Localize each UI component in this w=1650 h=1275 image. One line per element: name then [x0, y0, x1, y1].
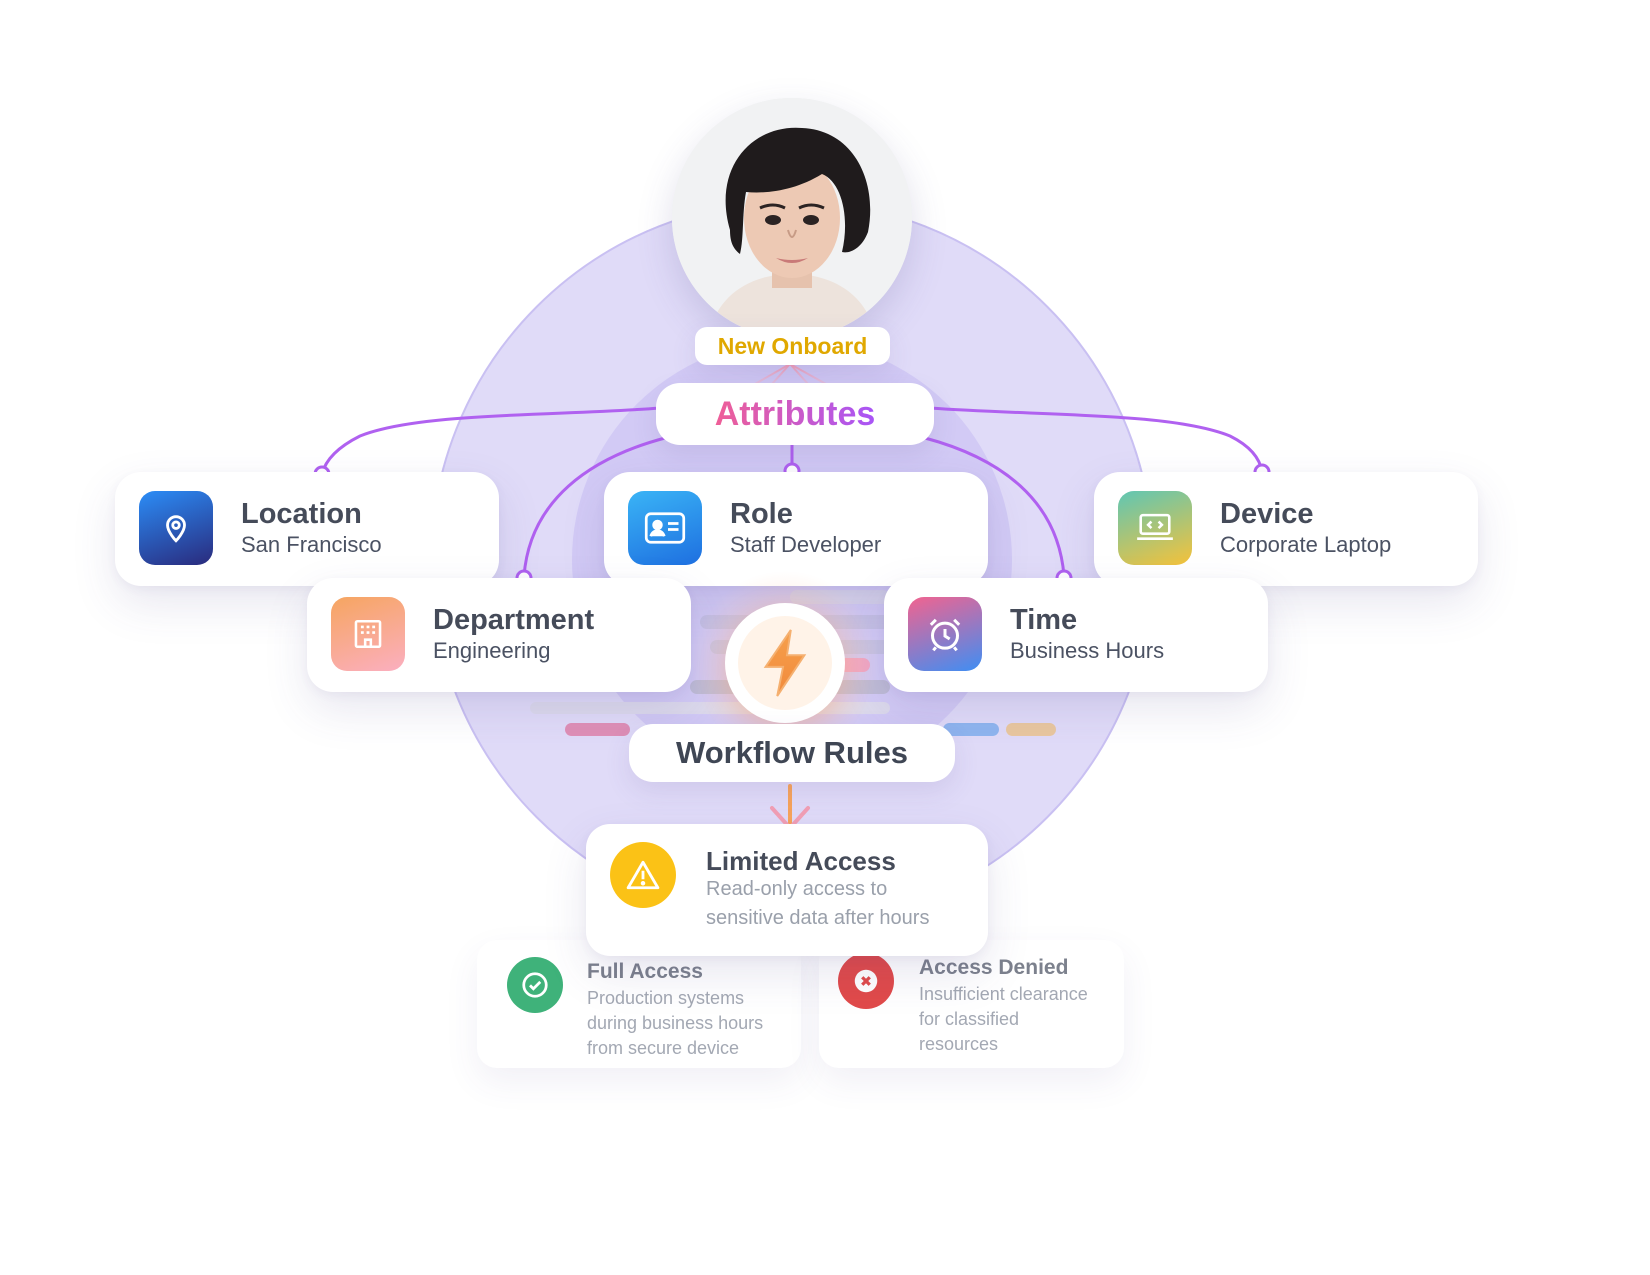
avatar-portrait: [672, 98, 912, 338]
limited-access-title: Limited Access: [706, 846, 896, 876]
workflow-rules-pill: Workflow Rules: [629, 724, 955, 782]
role-value: Staff Developer: [730, 532, 882, 557]
role-title: Role: [730, 498, 793, 530]
connector-location: [320, 406, 661, 475]
access-denied-line1: Insufficient clearance: [919, 984, 1088, 1004]
location-value: San Francisco: [241, 532, 382, 557]
code-line: [1006, 723, 1056, 736]
x-circle-icon: [838, 953, 894, 1009]
access-denied-title: Access Denied: [919, 956, 1069, 979]
workflow-rules-label: Workflow Rules: [676, 735, 908, 770]
id-card-icon: [628, 491, 702, 565]
full-access-line2: during business hours: [587, 1013, 764, 1033]
laptop-code-icon: [1118, 491, 1192, 565]
code-line: [943, 723, 999, 736]
code-line: [565, 723, 630, 736]
time-value: Business Hours: [1010, 638, 1165, 663]
badge-rays: [754, 363, 827, 385]
connector-department: [522, 436, 666, 577]
attributes-label: Attributes: [714, 394, 876, 433]
alarm-clock-icon: [908, 597, 982, 671]
lightning-icon: [763, 629, 807, 697]
building-icon: [331, 597, 405, 671]
device-title: Device: [1220, 498, 1314, 530]
connector-time: [924, 436, 1066, 577]
department-value: Engineering: [433, 638, 551, 663]
limited-access-line1: Read-only access to: [706, 878, 888, 900]
access-denied-card[interactable]: Access Denied Insufficient clearance for…: [819, 940, 1124, 1068]
time-title: Time: [1010, 604, 1078, 636]
department-card[interactable]: Department Engineering: [307, 578, 691, 692]
map-pin-icon: [139, 491, 213, 565]
full-access-title: Full Access: [587, 960, 703, 983]
device-value: Corporate Laptop: [1220, 532, 1392, 557]
location-card[interactable]: Location San Francisco: [115, 472, 499, 586]
role-card[interactable]: Role Staff Developer: [604, 472, 988, 586]
access-denied-line3: resources: [919, 1034, 999, 1054]
time-card[interactable]: Time Business Hours: [884, 578, 1268, 692]
full-access-line1: Production systems: [587, 988, 745, 1008]
onboard-badge: New Onboard: [695, 327, 890, 365]
lightning-inner: [738, 616, 832, 710]
location-title: Location: [241, 498, 362, 530]
lightning-button[interactable]: [725, 603, 845, 723]
device-card[interactable]: Device Corporate Laptop: [1094, 472, 1478, 586]
full-access-line3: from secure device: [587, 1038, 740, 1058]
department-title: Department: [433, 604, 595, 636]
onboard-badge-label: New Onboard: [717, 332, 868, 359]
arrow-down: [770, 784, 810, 830]
full-access-card[interactable]: Full Access Production systems during bu…: [477, 940, 801, 1068]
check-circle-icon: [507, 957, 563, 1013]
attributes-pill: Attributes: [656, 383, 934, 445]
warning-icon: [610, 842, 676, 908]
limited-access-line2: sensitive data after hours: [706, 907, 930, 929]
connector-device: [929, 406, 1264, 473]
avatar: [672, 98, 912, 338]
limited-access-card[interactable]: Limited Access Read-only access to sensi…: [586, 824, 988, 956]
access-denied-line2: for classified: [919, 1009, 1020, 1029]
